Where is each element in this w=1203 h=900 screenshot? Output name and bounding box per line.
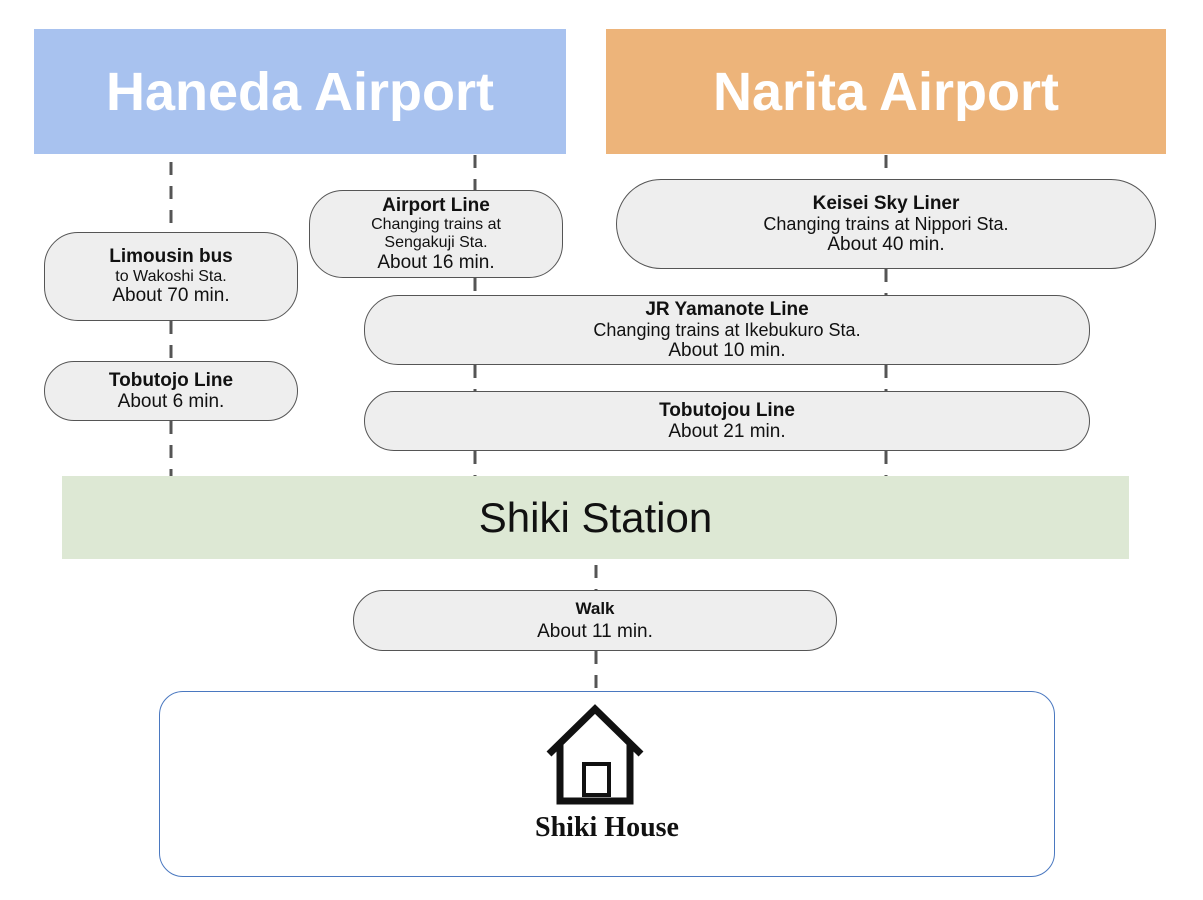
shiki-house-label: Shiki House [535,812,679,843]
route-time: About 40 min. [827,234,945,256]
route-limousin-bus: Limousin bus to Wakoshi Sta. About 70 mi… [44,232,298,321]
station-name: Shiki Station [478,493,713,541]
route-time: About 11 min. [537,620,653,642]
route-subtitle: Changing trains at Sengakuji Sta. [371,216,501,251]
narita-airport-header: Narita Airport [606,29,1166,154]
route-time: About 70 min. [112,285,230,307]
route-time: About 16 min. [377,251,495,273]
haneda-airport-title: Haneda Airport [105,61,495,122]
route-tobutojo-line: Tobutojo Line About 6 min. [44,361,298,421]
route-title: Airport Line [382,194,490,216]
route-title: JR Yamanote Line [645,298,809,320]
route-title: Tobutojou Line [659,399,795,421]
house-icon [546,704,644,805]
route-time: About 10 min. [668,340,786,362]
route-time: About 21 min. [668,421,786,442]
route-title: Limousin bus [109,246,233,268]
haneda-airport-header: Haneda Airport [34,29,566,154]
shiki-station-bar: Shiki Station [62,476,1129,559]
route-keisei-sky-liner: Keisei Sky Liner Changing trains at Nipp… [616,179,1156,269]
shiki-house-box [159,691,1055,877]
route-jr-yamanote-line: JR Yamanote Line Changing trains at Ikeb… [364,295,1090,365]
route-title: Keisei Sky Liner [812,192,960,214]
route-subtitle: Changing trains at Ikebukuro Sta. [593,319,861,340]
route-airport-line: Airport Line Changing trains at Sengakuj… [309,190,563,278]
route-title: Tobutojo Line [108,369,234,391]
route-walk: Walk About 11 min. [353,590,837,651]
route-subtitle: to Wakoshi Sta. [115,267,227,285]
route-subtitle: Changing trains at Nippori Sta. [763,213,1009,234]
route-tobutojou-line: Tobutojou Line About 21 min. [364,391,1090,451]
route-title: Walk [575,598,615,618]
route-time: About 6 min. [117,391,225,412]
narita-airport-title: Narita Airport [712,61,1060,122]
